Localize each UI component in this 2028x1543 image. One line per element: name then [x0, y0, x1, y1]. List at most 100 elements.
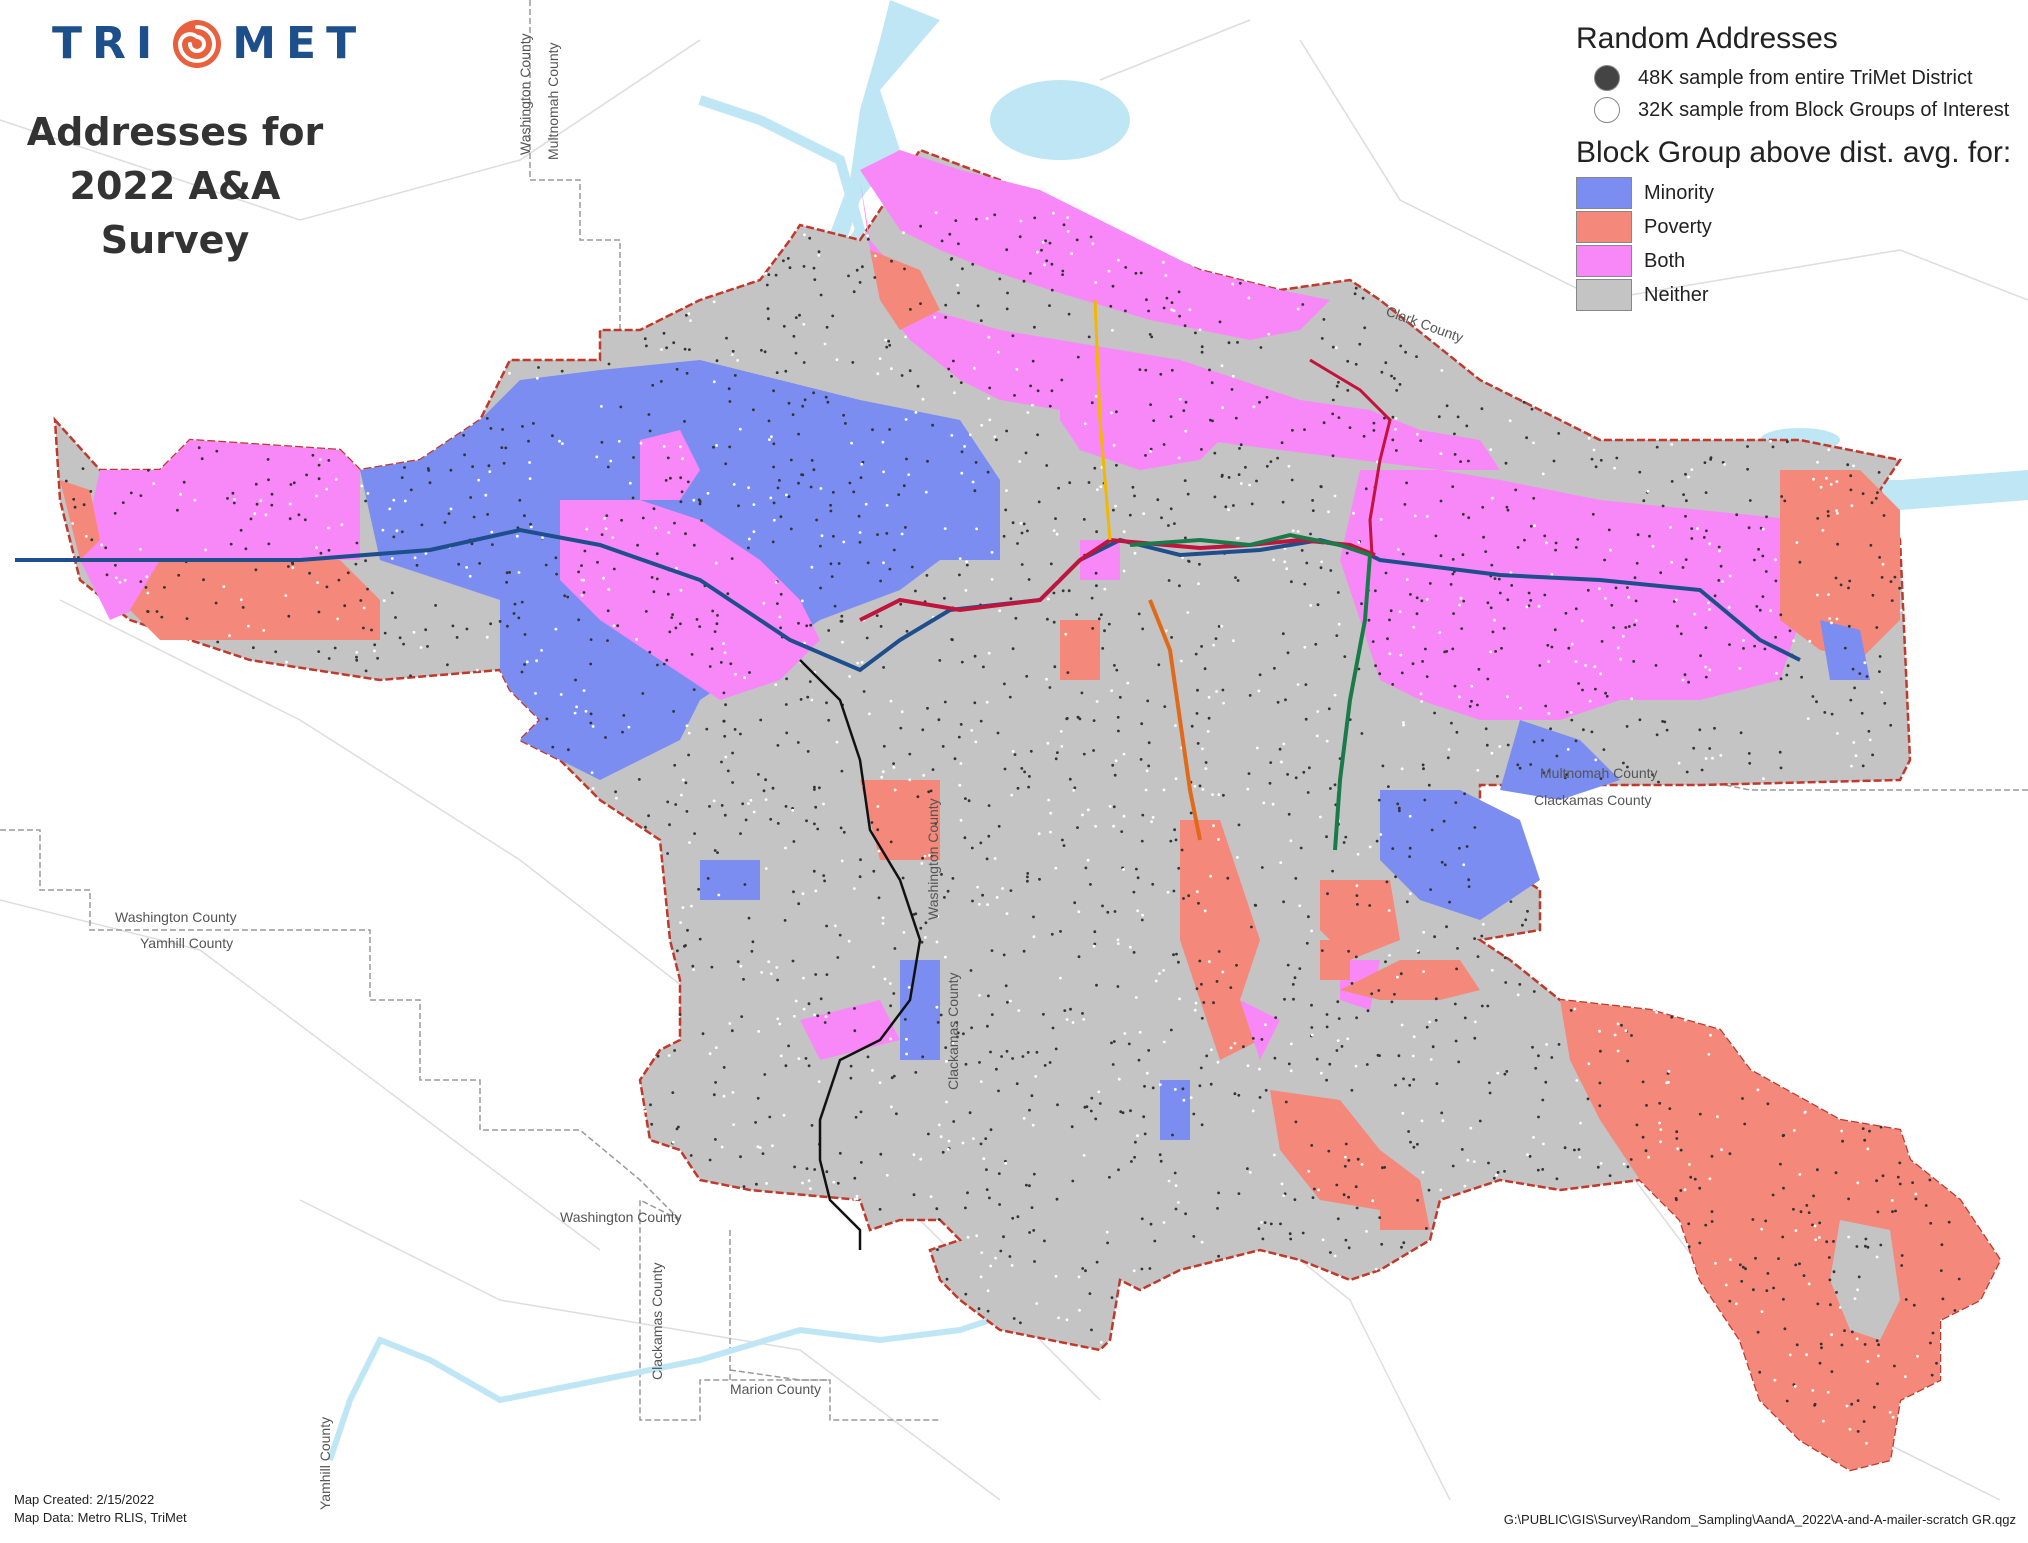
sample-dot [1140, 839, 1144, 843]
sample-dot [1852, 464, 1855, 468]
sample-dot [81, 467, 85, 470]
sample-dot [1538, 664, 1542, 667]
sample-dot [1325, 835, 1328, 839]
sample-dot [960, 471, 964, 475]
sample-dot [803, 641, 806, 645]
sample-dot [859, 476, 863, 479]
sample-dot [1685, 499, 1688, 503]
sample-dot [1301, 1231, 1305, 1235]
sample-dot [945, 1277, 949, 1281]
sample-dot [1782, 1133, 1786, 1137]
trimet-logo: TRI MET [52, 18, 366, 69]
sample-dot [1544, 1080, 1548, 1084]
sample-dot [1867, 729, 1871, 733]
sample-dot [528, 477, 532, 480]
sample-dot [1342, 841, 1346, 844]
sample-dot [1877, 471, 1881, 474]
sample-dot [1290, 478, 1294, 482]
sample-dot [1344, 1142, 1348, 1146]
sample-dot [1121, 1111, 1125, 1115]
sample-dot [1043, 263, 1046, 267]
sample-dot [1412, 1145, 1416, 1149]
sample-dot [1914, 1192, 1918, 1196]
sample-dot [1843, 646, 1847, 650]
sample-dot [1178, 314, 1181, 318]
sample-dot [1669, 526, 1672, 529]
sample-dot [1438, 631, 1442, 634]
sample-dot [1798, 1173, 1802, 1176]
sample-dot [1222, 793, 1225, 797]
sample-dot [825, 973, 829, 976]
sample-dot [970, 846, 974, 850]
sample-dot [1590, 730, 1594, 734]
sample-dot [647, 413, 651, 416]
bg-minority-sw [700, 860, 760, 900]
sample-dot [764, 272, 768, 275]
sample-dot [789, 458, 793, 462]
sample-dot [813, 1168, 817, 1171]
sample-dot [979, 1142, 983, 1146]
sample-dot [1054, 517, 1057, 520]
sample-dot [1783, 499, 1787, 503]
sample-dot [791, 959, 795, 963]
sample-dot [1167, 579, 1171, 582]
sample-dot [723, 734, 727, 738]
sample-dot [736, 359, 739, 362]
sample-dot [1236, 579, 1240, 582]
sample-dot [1329, 1251, 1332, 1254]
sample-dot [1473, 937, 1476, 940]
sample-dot [823, 342, 827, 346]
sample-dot [1466, 1158, 1470, 1162]
sample-dot [667, 1054, 671, 1057]
sample-dot [888, 982, 892, 985]
sample-dot [1496, 1171, 1500, 1174]
sample-dot [1835, 617, 1839, 621]
sample-dot [1573, 1148, 1576, 1152]
sample-dot [1276, 700, 1280, 704]
sample-dot [1009, 889, 1013, 892]
sample-dot [1227, 508, 1230, 512]
sample-dot [734, 672, 737, 676]
sample-dot [1207, 960, 1211, 964]
sample-dot [972, 1137, 975, 1140]
sample-dot [1481, 922, 1485, 926]
sample-dot [725, 336, 728, 340]
sample-dot [712, 445, 715, 449]
sample-dot [1504, 461, 1508, 465]
sample-dot [558, 439, 561, 443]
sample-dot [1187, 894, 1191, 898]
sample-dot [889, 840, 893, 844]
sample-dot [1331, 454, 1335, 458]
sample-dot [1577, 1148, 1581, 1151]
sample-dot [720, 1145, 724, 1149]
sample-dot [987, 994, 990, 998]
sample-dot [121, 501, 125, 504]
sample-dot [698, 937, 702, 941]
sample-dot [1704, 491, 1708, 494]
sample-dot [1569, 711, 1573, 714]
sample-dot [1504, 981, 1508, 984]
sample-dot [1807, 1282, 1811, 1286]
sample-dot [813, 785, 816, 789]
sample-dot [1286, 963, 1290, 967]
sample-dot [1746, 445, 1749, 448]
sample-dot [1690, 527, 1694, 530]
sample-dot [1347, 1159, 1351, 1162]
sample-dot [692, 688, 696, 691]
sample-dot [957, 735, 961, 739]
sample-dot [916, 384, 920, 388]
sample-dot [1113, 773, 1117, 777]
label-marion-county: Marion County [730, 1381, 821, 1397]
sample-dot [1630, 1034, 1633, 1037]
sample-dot [692, 543, 696, 547]
sample-dot [1820, 1346, 1823, 1350]
sample-dot [882, 744, 886, 748]
sample-dot [1348, 426, 1352, 429]
sample-dot [1599, 1049, 1602, 1053]
sample-dot [823, 1021, 827, 1024]
sample-dot [892, 992, 896, 995]
sample-dot [812, 869, 816, 873]
sample-dot [308, 571, 311, 575]
sample-dot [1274, 1016, 1278, 1019]
